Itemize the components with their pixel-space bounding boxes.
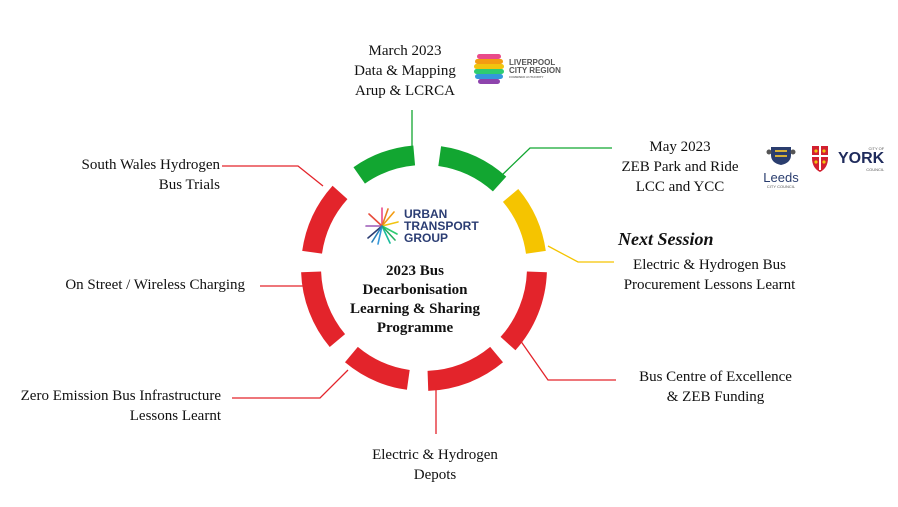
session-charging-label: On Street / Wireless Charging bbox=[65, 277, 245, 293]
leeds-council-logo: Leeds CITY COUNCIL bbox=[762, 144, 800, 189]
york-text: YORK bbox=[838, 150, 885, 167]
york-crest-icon bbox=[812, 146, 828, 172]
ring-segment-may bbox=[438, 146, 507, 192]
ring-segment-march bbox=[353, 145, 416, 184]
leeds-small-text: CITY COUNCIL bbox=[766, 184, 796, 189]
york-small-bottom: COUNCIL bbox=[866, 167, 885, 172]
connector-may bbox=[499, 147, 612, 178]
liverpool-city-region-logo: LIVERPOOL CITY REGION COMBINED AUTHORITY bbox=[474, 53, 561, 85]
ring-segment-infrastructure bbox=[344, 346, 410, 390]
session-depots-label: Electric & Hydrogen Depots bbox=[372, 447, 498, 483]
next-session-heading: Next Session bbox=[618, 229, 714, 249]
ring-segment-excellence bbox=[500, 271, 547, 351]
programme-title: 2023 Bus Decarbonisation Learning & Shar… bbox=[349, 263, 481, 336]
connector-infrastructure bbox=[232, 369, 349, 399]
ring-segment-depots bbox=[427, 346, 504, 391]
crest-icon bbox=[766, 147, 796, 165]
connector-lines bbox=[222, 110, 616, 434]
session-may-label: May 2023 ZEB Park and Ride LCC and YCC bbox=[621, 139, 739, 195]
session-wales-label: South Wales Hydrogen Bus Trials bbox=[81, 157, 220, 193]
session-next-label: Next Session Electric & Hydrogen Bus Pro… bbox=[612, 228, 807, 295]
connector-next bbox=[547, 245, 614, 263]
ring-segment-wales bbox=[302, 185, 348, 254]
leeds-text: Leeds bbox=[763, 170, 799, 185]
connector-excellence bbox=[519, 339, 616, 381]
rainbow-icon bbox=[474, 54, 504, 84]
connector-wales bbox=[222, 165, 324, 187]
session-march-label: March 2023 Data & Mapping Arup & LCRCA bbox=[354, 43, 456, 99]
urban-transport-group-logo: URBAN TRANSPORT GROUP bbox=[364, 206, 479, 246]
session-infrastructure-label: Zero Emission Bus Infrastructure Lessons… bbox=[20, 388, 221, 424]
york-small-top: CITY OF bbox=[868, 146, 885, 151]
session-excellence-label: Bus Centre of Excellence & ZEB Funding bbox=[639, 369, 792, 405]
starburst-icon bbox=[365, 207, 399, 245]
york-council-logo: CITY OF YORK COUNCIL bbox=[808, 143, 884, 175]
ring-segments bbox=[301, 145, 547, 391]
ring-segment-charging bbox=[301, 271, 346, 348]
utg-logo-text: URBAN TRANSPORT GROUP bbox=[404, 207, 479, 245]
ring-segment-next bbox=[502, 188, 546, 254]
lcr-logo-text: LIVERPOOL CITY REGION COMBINED AUTHORITY bbox=[509, 57, 561, 79]
